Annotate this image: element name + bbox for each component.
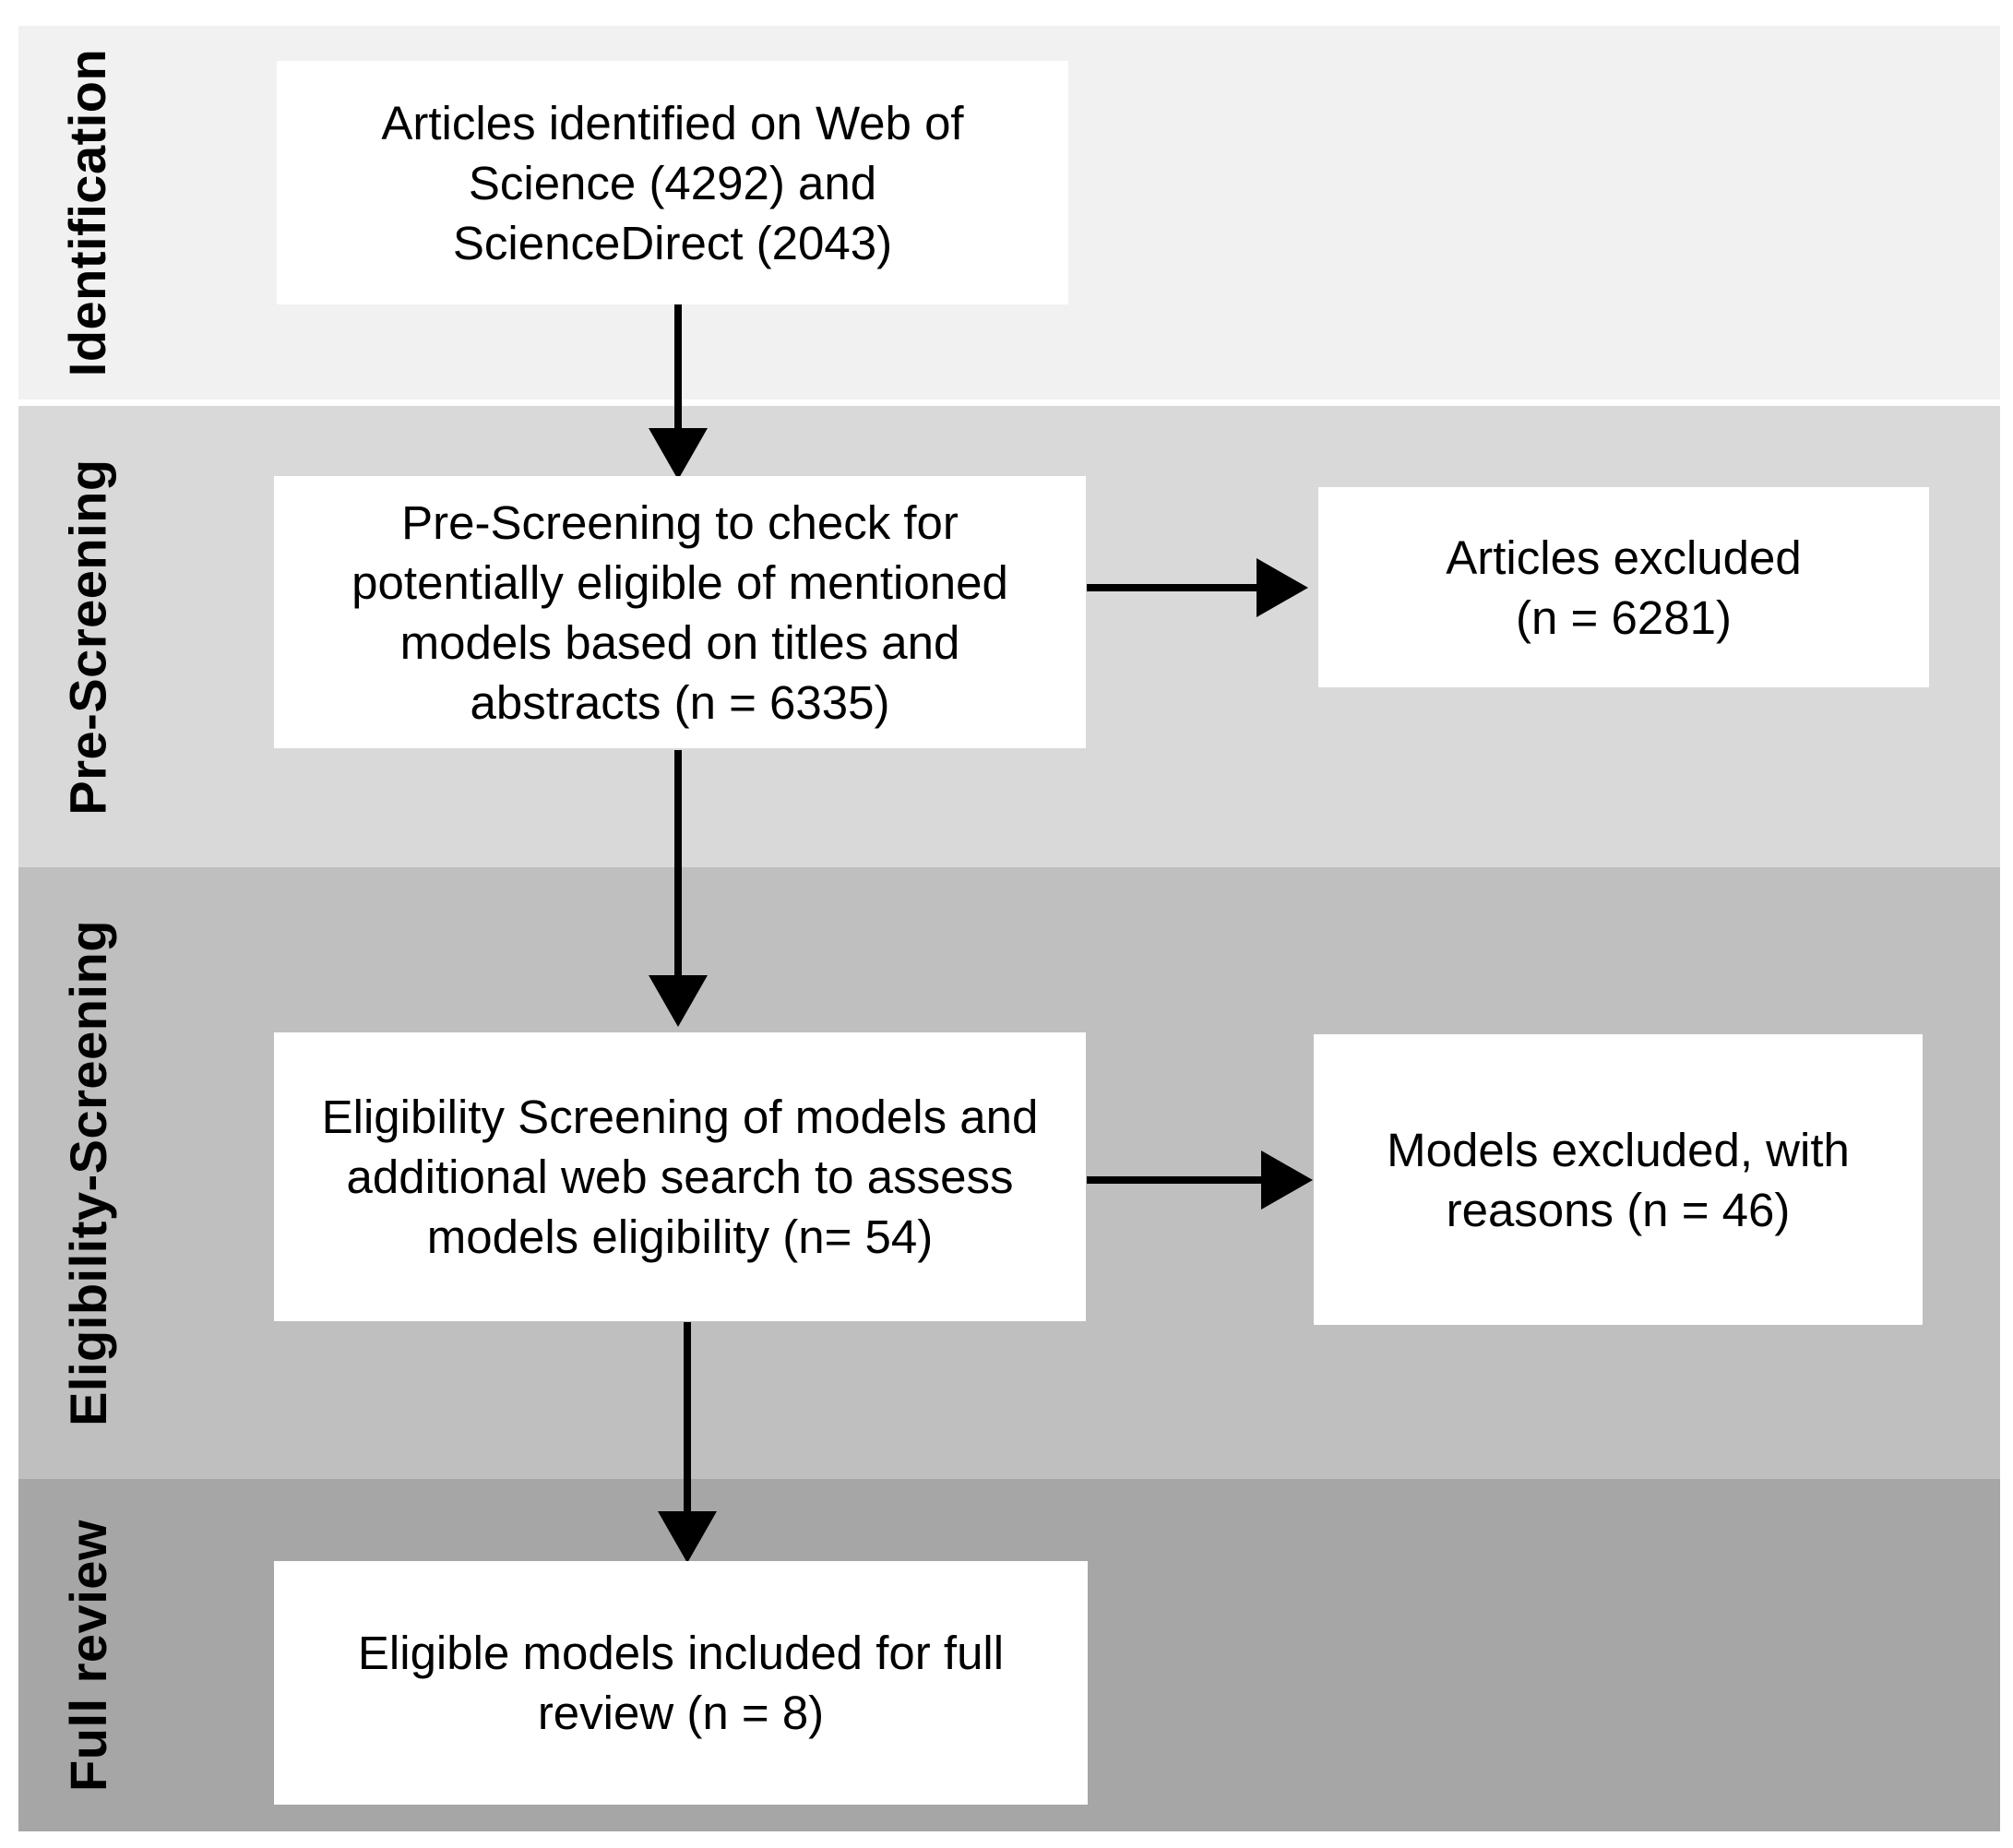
box-articles-identified-text: Articles identified on Web of Science (4…	[381, 96, 964, 269]
box-models-excluded-text: Models excluded, with reasons (n = 46)	[1387, 1123, 1850, 1236]
stage-label-pre-screening-text: Pre-Screening	[58, 458, 117, 816]
stage-label-full-review: Full review	[18, 1479, 157, 1831]
stage-label-identification: Identification	[18, 26, 157, 399]
stage-label-eligibility-screening-text: Eligibility-Screening	[58, 920, 117, 1426]
box-models-excluded: Models excluded, with reasons (n = 46)	[1314, 1034, 1923, 1325]
box-articles-excluded-text: Articles excluded (n = 6281)	[1446, 531, 1802, 644]
box-articles-excluded: Articles excluded (n = 6281)	[1318, 487, 1929, 687]
box-eligible-included-text: Eligible models included for full review…	[357, 1627, 1005, 1739]
stage-label-pre-screening: Pre-Screening	[18, 406, 157, 867]
box-eligibility-screening-text: Eligibility Screening of models and addi…	[321, 1091, 1039, 1263]
box-prescreening-text: Pre-Screening to check for potentially e…	[351, 495, 1008, 729]
stage-label-full-review-text: Full review	[58, 1519, 117, 1792]
stage-label-eligibility-screening: Eligibility-Screening	[18, 867, 157, 1479]
box-eligibility-screening: Eligibility Screening of models and addi…	[274, 1032, 1086, 1321]
stage-label-identification-text: Identification	[58, 48, 117, 377]
box-articles-identified: Articles identified on Web of Science (4…	[277, 61, 1068, 304]
box-eligible-included: Eligible models included for full review…	[274, 1561, 1088, 1805]
box-prescreening: Pre-Screening to check for potentially e…	[274, 476, 1086, 748]
